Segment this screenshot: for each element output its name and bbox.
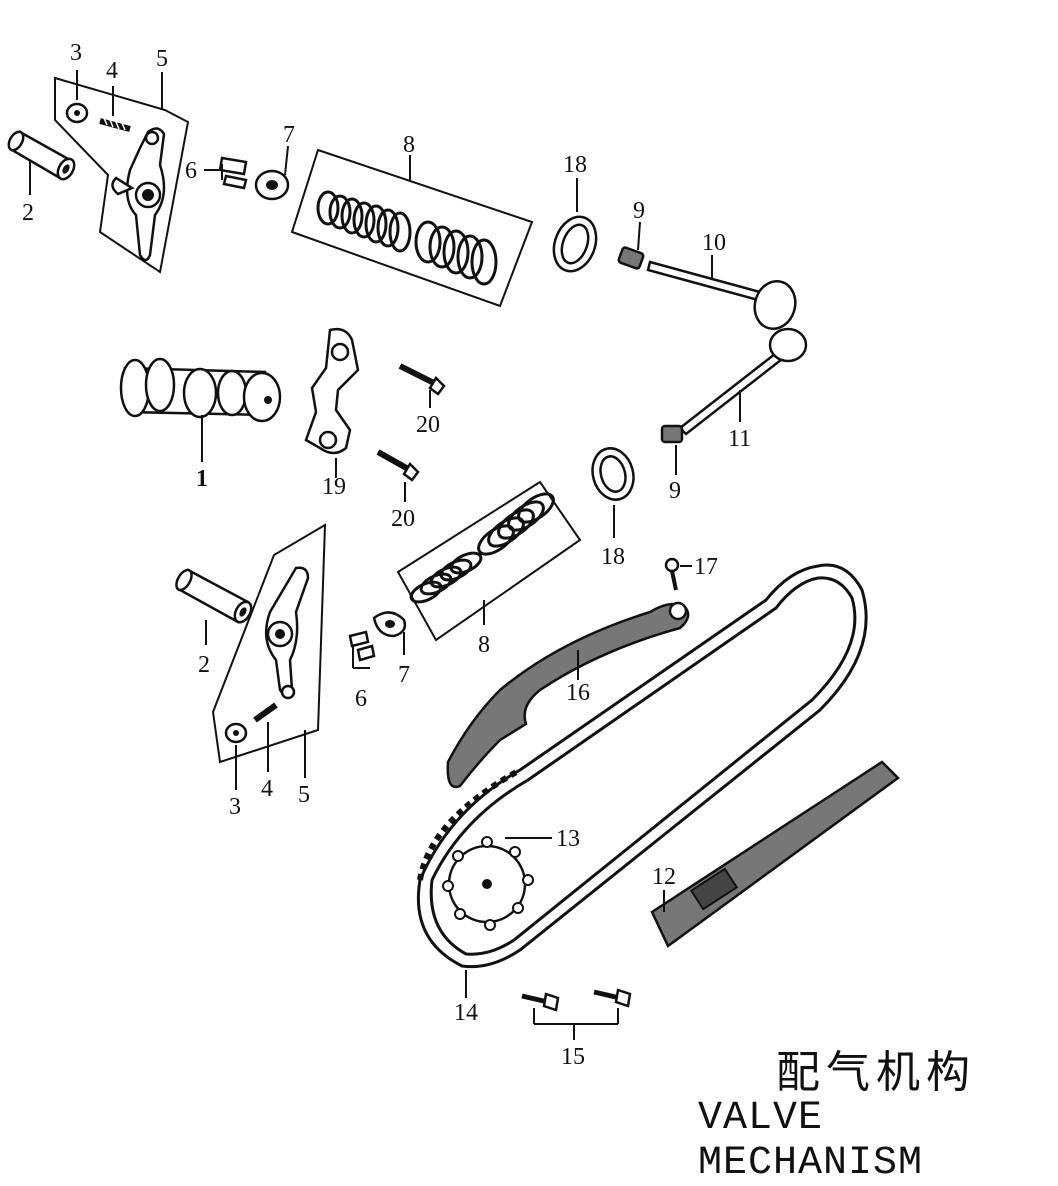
upper-rocker-frame	[54, 76, 190, 274]
chain-tensioner-arm	[446, 601, 690, 789]
label-20-upper: 20	[416, 412, 440, 438]
adjust-screw-lower	[253, 702, 278, 723]
label-1: 1	[196, 466, 208, 492]
rocker-arm-upper-tip	[111, 176, 135, 196]
diagram-title-chinese: 配气机构	[776, 1047, 976, 1098]
callout-labels: 1 2 2 3 3 4 4 5 5 6 6 7 7 8 8 9 9 10 11 …	[22, 40, 751, 1070]
guide-bolts	[521, 988, 632, 1040]
diagram-title-english: VALVE MECHANISM	[698, 1096, 924, 1186]
rocker-arm-upper-pivot	[144, 130, 160, 146]
valve-springs-upper	[290, 148, 534, 308]
label-3-lower: 3	[229, 794, 241, 820]
label-9-upper: 9	[633, 198, 645, 224]
valve-seal-lower	[591, 447, 635, 538]
stem-seal-lower	[660, 424, 684, 475]
bolt-20-upper	[398, 363, 446, 408]
lower-rocker-assembly	[175, 523, 327, 790]
label-9-lower: 9	[669, 478, 681, 504]
valve-cotter-lower	[348, 630, 376, 669]
label-19: 19	[322, 474, 346, 500]
rocker-holder-plate	[304, 327, 360, 478]
valve-seal-upper	[552, 178, 598, 273]
cam-sprocket	[442, 836, 552, 931]
spring-retainer-upper	[254, 145, 290, 201]
label-10: 10	[702, 230, 726, 256]
rocker-shaft-upper	[7, 130, 76, 181]
valve-cotter-upper	[204, 156, 248, 190]
label-20-lower: 20	[391, 506, 415, 532]
upper-rocker-assembly	[7, 70, 190, 274]
label-11: 11	[728, 426, 751, 452]
chain-guide	[650, 760, 900, 948]
label-17: 17	[694, 554, 718, 580]
cam-chain	[416, 563, 868, 998]
label-8-upper: 8	[403, 132, 415, 158]
label-16: 16	[566, 680, 590, 706]
stem-seal-upper	[617, 221, 645, 270]
label-5-lower: 5	[298, 782, 310, 808]
bolt-20-lower	[376, 449, 420, 502]
label-7-lower: 7	[398, 662, 410, 688]
valve-springs-lower	[396, 480, 582, 642]
exhaust-valve	[678, 327, 808, 436]
rocker-shaft-lower	[175, 568, 253, 624]
label-18-lower: 18	[601, 544, 625, 570]
tensioner-pivot-bolt	[664, 557, 692, 591]
label-7-upper: 7	[283, 122, 295, 148]
label-15: 15	[561, 1044, 585, 1070]
label-5-upper: 5	[156, 46, 168, 72]
camshaft	[119, 357, 282, 462]
label-2-upper: 2	[22, 200, 34, 226]
spring-retainer-lower	[372, 611, 407, 655]
label-4-lower: 4	[261, 776, 273, 802]
label-4-upper: 4	[106, 58, 118, 84]
adjust-screw-upper	[99, 118, 131, 132]
label-13: 13	[556, 826, 580, 852]
label-3-upper: 3	[70, 40, 82, 66]
intake-valve	[646, 255, 797, 331]
label-2-lower: 2	[198, 652, 210, 678]
nut-upper-hole	[74, 110, 80, 116]
label-8-lower: 8	[478, 632, 490, 658]
label-14: 14	[454, 1000, 478, 1026]
label-6-upper: 6	[185, 158, 197, 184]
label-18-upper: 18	[563, 152, 587, 178]
label-12: 12	[652, 864, 676, 890]
label-6-lower: 6	[355, 686, 367, 712]
